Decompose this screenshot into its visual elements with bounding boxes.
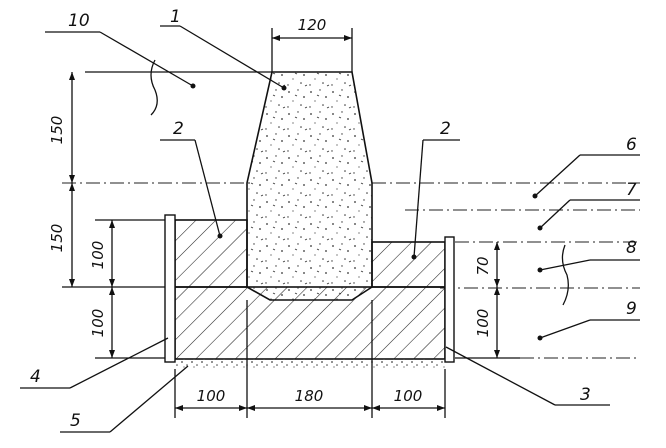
top-width-dimension: 120 [271,16,353,72]
left-step-block [174,219,248,288]
right-step-upper-label: 70 [474,256,492,275]
top-width-label: 120 [298,16,327,34]
sand-bedding [175,359,445,369]
label-8: 8 [626,238,637,258]
label-6: 6 [626,135,637,155]
label-2-left: 2 [173,119,184,139]
bottom-width-dimensions: 100 180 100 [174,300,446,418]
label-9: 9 [626,299,637,319]
left-insulation-strip [164,214,176,363]
leader-lines [20,25,640,433]
label-10: 10 [68,11,90,31]
left-step-upper-label: 100 [89,241,107,270]
left-step-dimensions: 100 100 [89,220,115,358]
left-upper-height-label: 150 [48,116,66,145]
right-step-dimensions: 70 100 [474,242,500,358]
label-4: 4 [30,367,41,387]
left-lower-height-label: 150 [48,224,66,253]
label-7: 7 [626,180,637,200]
position-labels: 10 1 2 2 6 7 8 9 4 5 3 [30,7,637,431]
bottom-mid-width-label: 180 [295,387,324,405]
level-lines [62,71,640,359]
right-step-block [371,241,446,288]
right-step-lower-label: 100 [474,309,492,338]
label-2-right: 2 [440,119,451,139]
bottom-right-width-label: 100 [394,387,423,405]
label-3: 3 [580,385,591,405]
label-1: 1 [170,7,181,27]
bottom-left-width-label: 100 [197,387,226,405]
label-5: 5 [70,411,81,431]
right-insulation-strip [444,236,455,363]
central-column [246,71,373,301]
left-height-dimensions: 150 150 [48,72,75,287]
left-step-lower-label: 100 [89,309,107,338]
